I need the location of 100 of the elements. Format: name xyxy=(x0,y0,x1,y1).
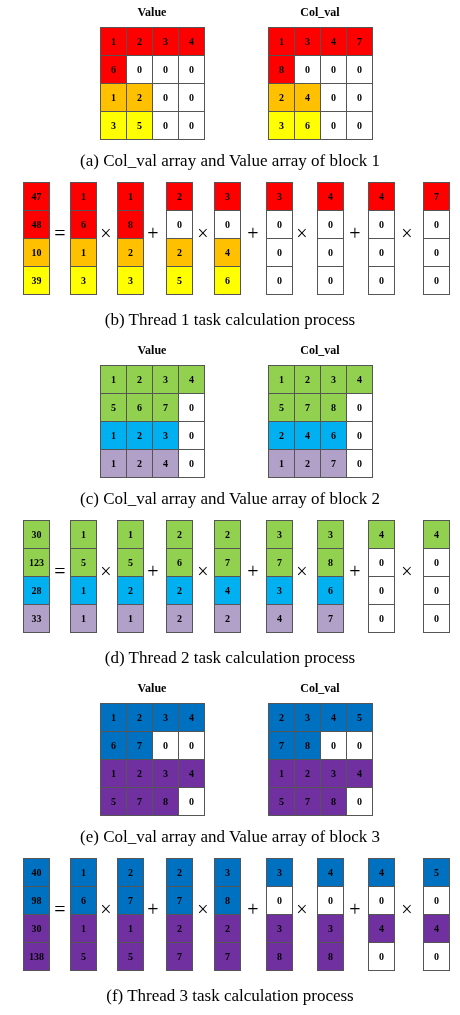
vector-cell: 4 xyxy=(368,520,395,549)
vector-cell: 1 xyxy=(70,576,97,605)
operator-sign: + xyxy=(146,222,160,245)
vector-cell: 2 xyxy=(117,238,144,267)
vector-cell: 1 xyxy=(70,914,97,943)
vector-cell: 3 xyxy=(266,576,293,605)
vector-cell: 0 xyxy=(368,266,395,295)
vector-cell: 1 xyxy=(70,238,97,267)
operator-sign: × xyxy=(400,560,414,583)
matrix-cell: 1 xyxy=(268,449,295,478)
matrix-cell: 6 xyxy=(294,111,321,140)
matrix-cell: 4 xyxy=(346,759,373,788)
vector-cell: 3 xyxy=(70,266,97,295)
vector-cell: 7 xyxy=(166,886,193,915)
vector-cell: 4 xyxy=(368,858,395,887)
vector-cell: 5 xyxy=(70,548,97,577)
vector-cell: 0 xyxy=(266,210,293,239)
vector-cell: 4 xyxy=(317,858,344,887)
operator-sign: + xyxy=(246,560,260,583)
matrix-cell: 7 xyxy=(294,787,321,816)
vector-cell: 1 xyxy=(117,182,144,211)
vector-cell: 3 xyxy=(266,858,293,887)
operator-sign: × xyxy=(99,560,113,583)
grid-title: Value xyxy=(136,681,168,696)
vector-cell: 10 xyxy=(23,238,50,267)
vector-cell: 0 xyxy=(266,886,293,915)
vector-cell: 4 xyxy=(423,914,450,943)
operator-sign: × xyxy=(99,898,113,921)
operator-sign: × xyxy=(295,560,309,583)
vector-cell: 3 xyxy=(266,182,293,211)
operator-sign: + xyxy=(246,222,260,245)
vector-cell: 3 xyxy=(214,858,241,887)
vector-cell: 7 xyxy=(317,604,344,633)
matrix-cell: 5 xyxy=(126,111,153,140)
vector-cell: 1 xyxy=(117,914,144,943)
figure-caption: (b) Thread 1 task calculation process xyxy=(103,310,357,330)
vector-cell: 5 xyxy=(117,548,144,577)
grid-title: Value xyxy=(136,343,168,358)
vector-cell: 0 xyxy=(317,266,344,295)
vector-cell: 3 xyxy=(317,914,344,943)
vector-cell: 33 xyxy=(23,604,50,633)
vector-cell: 5 xyxy=(117,942,144,971)
vector-cell: 5 xyxy=(166,266,193,295)
vector-cell: 0 xyxy=(423,942,450,971)
vector-cell: 2 xyxy=(214,914,241,943)
vector-cell: 0 xyxy=(266,238,293,267)
vector-cell: 7 xyxy=(166,942,193,971)
vector-cell: 8 xyxy=(117,210,144,239)
matrix-cell: 4 xyxy=(178,27,205,56)
matrix-cell: 7 xyxy=(126,787,153,816)
vector-cell: 40 xyxy=(23,858,50,887)
vector-cell: 0 xyxy=(423,576,450,605)
vector-cell: 1 xyxy=(70,520,97,549)
vector-cell: 4 xyxy=(266,604,293,633)
vector-cell: 0 xyxy=(368,238,395,267)
operator-sign: + xyxy=(348,898,362,921)
vector-cell: 2 xyxy=(166,238,193,267)
operator-sign: + xyxy=(246,898,260,921)
vector-cell: 7 xyxy=(266,548,293,577)
vector-cell: 2 xyxy=(166,182,193,211)
vector-cell: 0 xyxy=(423,604,450,633)
operator-sign: = xyxy=(53,560,67,583)
vector-cell: 3 xyxy=(266,520,293,549)
matrix-cell: 5 xyxy=(100,787,127,816)
vector-cell: 4 xyxy=(423,520,450,549)
vector-cell: 123 xyxy=(23,548,50,577)
vector-cell: 0 xyxy=(317,210,344,239)
matrix-cell: 4 xyxy=(152,449,179,478)
matrix-cell: 4 xyxy=(178,759,205,788)
matrix-cell: 0 xyxy=(346,787,373,816)
vector-cell: 138 xyxy=(23,942,50,971)
vector-cell: 4 xyxy=(214,576,241,605)
operator-sign: × xyxy=(196,898,210,921)
matrix-cell: 7 xyxy=(346,27,373,56)
vector-cell: 0 xyxy=(423,548,450,577)
matrix-cell: 0 xyxy=(178,111,205,140)
operator-sign: = xyxy=(53,898,67,921)
vector-cell: 6 xyxy=(166,548,193,577)
vector-cell: 3 xyxy=(317,520,344,549)
vector-cell: 8 xyxy=(317,942,344,971)
vector-cell: 0 xyxy=(368,548,395,577)
grid-title: Col_val xyxy=(299,681,341,696)
matrix-cell: 7 xyxy=(320,449,347,478)
vector-cell: 2 xyxy=(166,576,193,605)
vector-cell: 6 xyxy=(214,266,241,295)
vector-cell: 8 xyxy=(214,886,241,915)
operator-sign: + xyxy=(348,222,362,245)
vector-cell: 2 xyxy=(166,914,193,943)
vector-cell: 6 xyxy=(70,210,97,239)
figure-caption: (f) Thread 3 task calculation process xyxy=(105,986,355,1006)
matrix-cell: 5 xyxy=(268,787,295,816)
matrix-cell: 3 xyxy=(100,111,127,140)
operator-sign: × xyxy=(196,560,210,583)
figure-caption: (e) Col_val array and Value array of block 3 xyxy=(79,827,381,847)
vector-cell: 39 xyxy=(23,266,50,295)
vector-cell: 2 xyxy=(214,520,241,549)
vector-cell: 5 xyxy=(70,942,97,971)
operator-sign: + xyxy=(146,898,160,921)
matrix-cell: 0 xyxy=(346,449,373,478)
vector-cell: 0 xyxy=(423,886,450,915)
